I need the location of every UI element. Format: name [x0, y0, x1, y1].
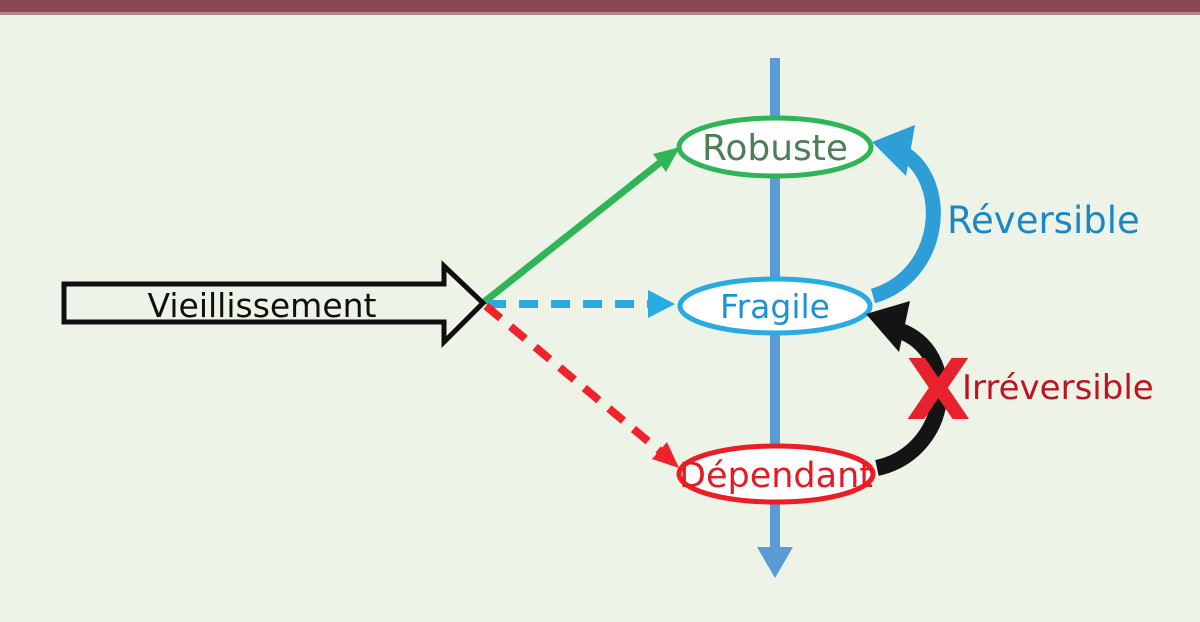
path-to-dependant [483, 302, 679, 468]
red-dashed-line [483, 302, 664, 456]
top-banner-bar [0, 0, 1200, 12]
reversible-curve [870, 145, 941, 304]
blue-arrowhead-icon [648, 290, 675, 318]
irreversible-curve [874, 322, 948, 476]
irreversible-arrowhead-icon [866, 301, 910, 352]
green-arrowhead-icon [653, 147, 680, 172]
dependant-label: Dépendant [679, 456, 873, 496]
timeline-arrowhead-icon [757, 547, 793, 578]
aging-arrow-shape [61, 260, 487, 349]
node-fragile: Fragile [677, 276, 873, 336]
red-arrowhead-icon [652, 442, 679, 468]
aging-arrow-label: Vieillissement [148, 286, 377, 325]
robuste-ellipse [676, 115, 874, 179]
robuste-label: Robuste [702, 128, 848, 169]
top-banner-accent-line [0, 12, 1200, 15]
fragile-label: Fragile [720, 287, 830, 326]
path-to-fragile [487, 290, 675, 318]
node-dependant: Dépendant [676, 443, 876, 505]
irreversible-transition: X Irréversible [866, 301, 1154, 476]
fragile-ellipse [677, 276, 873, 336]
green-solid-line [481, 158, 665, 305]
reversible-label: Réversible [947, 199, 1140, 242]
reversible-transition: Réversible [870, 125, 1140, 304]
reversible-arrowhead-icon [872, 125, 915, 176]
path-to-robuste [481, 147, 680, 305]
node-robuste: Robuste [676, 115, 874, 179]
aging-arrow: Vieillissement [61, 260, 487, 349]
dependant-ellipse [676, 443, 876, 505]
blocked-x-mark: X [906, 341, 971, 439]
irreversible-label: Irréversible [962, 368, 1154, 408]
